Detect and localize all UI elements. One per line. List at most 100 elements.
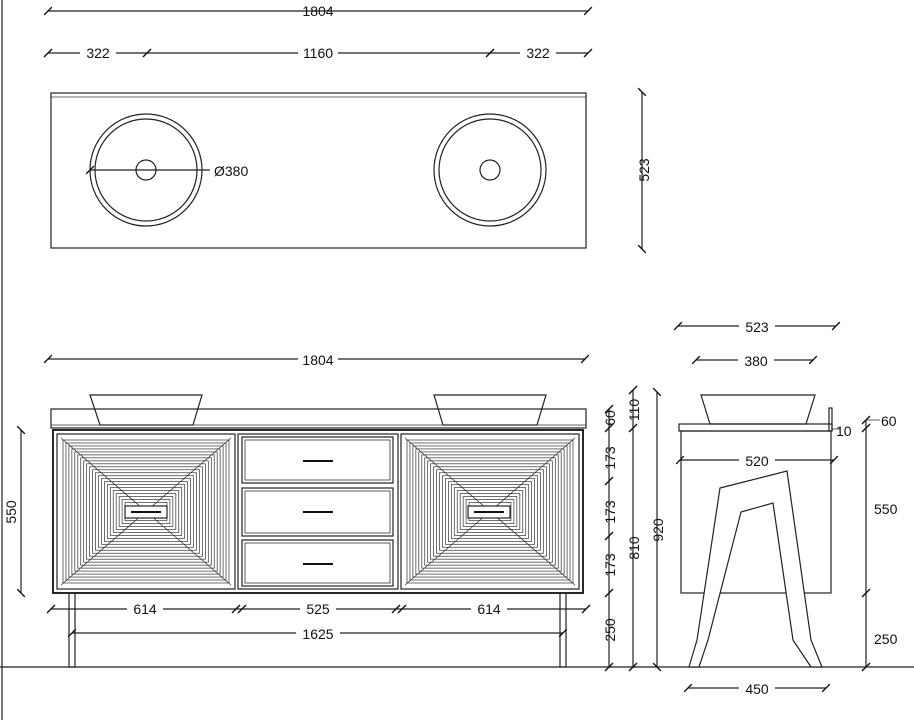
door-pattern-ring (421, 454, 559, 569)
door-pattern-ring (409, 442, 571, 581)
door-pattern-ring (121, 499, 171, 524)
dim-side-depth: 523 (673, 318, 841, 335)
dim-side-foot: 450 (683, 680, 831, 697)
door-pattern-ring (406, 439, 574, 584)
dim-label-side-top-60: 60 (881, 413, 897, 429)
side-leg-frame (688, 470, 823, 668)
door-pattern-ring (83, 460, 209, 563)
door-pattern-diagonal (489, 511, 576, 586)
door-pattern-ring (424, 457, 556, 566)
door-pattern-ring (448, 481, 532, 542)
side-vessel-sink (700, 394, 816, 425)
dim-label-top-left: 322 (86, 45, 110, 61)
dim-label-front-leg-span: 1625 (302, 626, 333, 642)
door-pattern-ring (92, 469, 200, 554)
drawer-2 (241, 487, 394, 537)
door-pattern-ring (462, 496, 518, 527)
dim-label-stack-920: 920 (650, 518, 666, 542)
dim-label-stack-d3: 173 (602, 553, 618, 577)
dim-top-total: 1804 (43, 3, 593, 19)
right-door (400, 433, 580, 590)
vertical-dims: 60 173 173 173 250 110 810 920 (602, 385, 666, 672)
dim-front-cabinet-height: 550 (3, 425, 26, 598)
door-pattern-ring (65, 442, 227, 581)
side-countertop (678, 423, 833, 432)
door-pattern-ring (104, 481, 188, 542)
dim-top-segments: 322 1160 322 (43, 44, 593, 62)
dim-label-side-leg-h: 250 (874, 631, 898, 647)
door-pattern-ring (112, 490, 180, 533)
door-pattern-ring (86, 463, 206, 560)
dim-label-stack-810: 810 (626, 536, 642, 560)
door-pattern-ring (418, 451, 562, 572)
door-pattern-ring (433, 466, 547, 557)
door-pattern-diagonal (404, 437, 491, 512)
door-pattern-diagonal (145, 511, 232, 586)
drawer-1 (241, 436, 394, 484)
dim-side-basin: 380 (691, 352, 818, 369)
dim-label-side-top-thk: 10 (836, 423, 852, 439)
door-pattern-ring (109, 487, 183, 536)
dim-front-segments: 614 525 614 (46, 601, 591, 617)
dim-label-stack-leg: 250 (602, 618, 618, 642)
dim-label-stack-d1: 173 (602, 446, 618, 470)
door-pattern-ring (101, 478, 191, 545)
door-pattern-ring (442, 475, 538, 548)
door-pattern-ring (415, 448, 565, 575)
right-door-pattern (404, 437, 576, 586)
door-pattern-ring (118, 496, 174, 527)
dim-label-top-right: 322 (526, 45, 550, 61)
door-pattern-ring (412, 445, 568, 578)
side-cabinet-body (680, 430, 832, 594)
door-pattern-ring (68, 445, 224, 578)
door-pattern-ring (430, 463, 550, 560)
door-pattern-ring (439, 472, 541, 551)
door-pattern-ring (465, 499, 515, 524)
door-pattern-ring (74, 451, 218, 572)
dim-top-depth: 523 (636, 87, 652, 254)
door-pattern-diagonal (489, 437, 576, 512)
left-door-pattern (60, 437, 232, 586)
door-pattern-ring (115, 493, 177, 530)
dim-label-side-foot: 450 (745, 681, 769, 697)
right-basin-top (433, 113, 547, 227)
top-view: 1804 322 1160 322 Ø380 (43, 3, 652, 254)
left-door (56, 433, 236, 590)
door-pattern-ring (450, 484, 530, 539)
countertop-outline-top (50, 92, 587, 249)
door-pattern-ring (98, 475, 194, 548)
dim-label-top-depth: 523 (636, 158, 652, 182)
front-view: 1804 (3, 351, 591, 668)
door-pattern-ring (453, 487, 527, 536)
door-pattern-ring (62, 439, 230, 584)
dim-side-body: 520 (675, 452, 839, 469)
door-pattern-ring (89, 466, 203, 557)
dim-label-side-basin: 380 (744, 353, 768, 369)
door-pattern-ring (106, 484, 186, 539)
door-pattern-ring (445, 478, 535, 545)
door-pattern-diagonal (145, 437, 232, 512)
door-pattern-ring (459, 493, 521, 530)
countertop-front (50, 408, 587, 429)
dim-label-side-body: 520 (745, 453, 769, 469)
dim-label-stack-top: 110 (626, 399, 642, 422)
left-vessel-sink (89, 394, 203, 426)
door-pattern-ring (71, 448, 221, 575)
dim-label-stack-60: 60 (602, 410, 618, 426)
dim-label-front-right-door: 614 (477, 601, 501, 617)
drawer-3 (241, 539, 394, 587)
dim-label-front-left-door: 614 (133, 601, 157, 617)
dim-label-front-center: 525 (306, 601, 330, 617)
door-pattern-ring (95, 472, 197, 551)
door-pattern-ring (80, 457, 212, 566)
door-pattern-diagonal (404, 511, 491, 586)
door-pattern-ring (456, 490, 524, 533)
side-view: 523 380 520 10 60 550 25 (673, 318, 898, 697)
door-pattern-diagonal (60, 511, 147, 586)
dim-label-side-depth: 523 (745, 319, 769, 335)
center-drawers (237, 433, 399, 590)
right-vessel-sink (433, 394, 547, 426)
dim-front-leg-span: 1625 (67, 625, 568, 642)
side-backsplash (828, 407, 833, 432)
